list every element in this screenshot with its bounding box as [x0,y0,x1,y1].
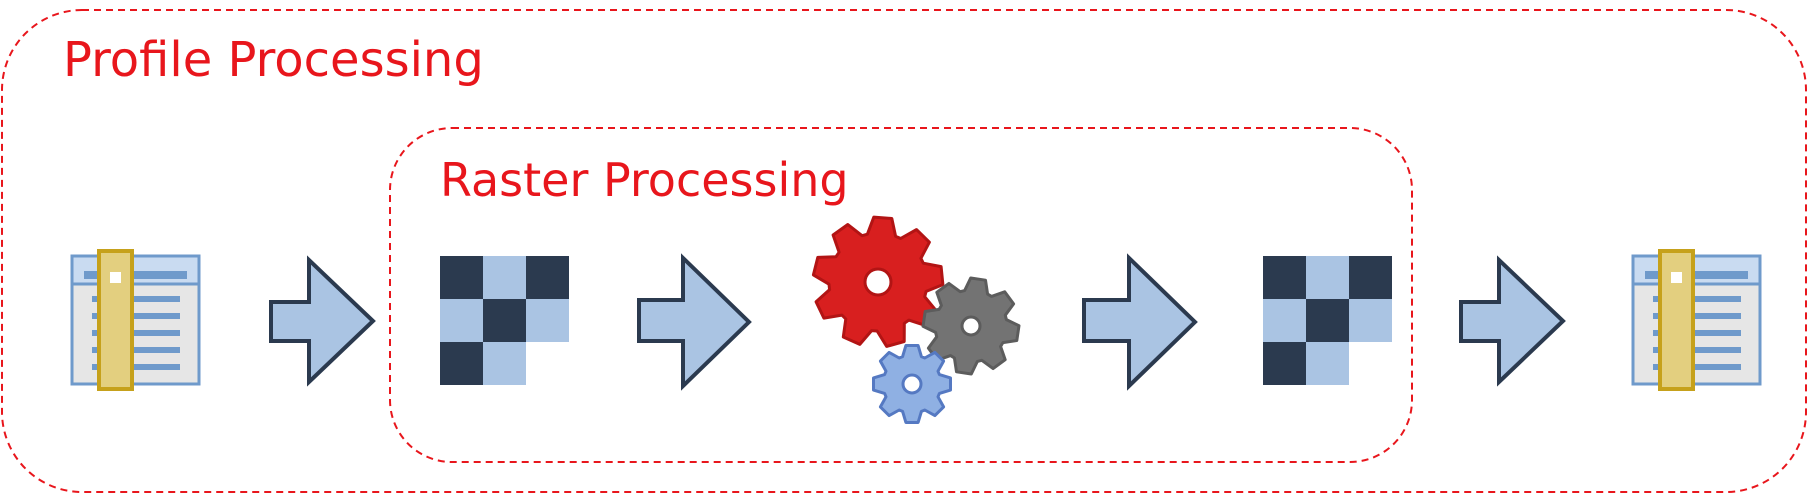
raster-processing-border [389,127,1413,463]
right-arrow-icon [1082,253,1198,391]
profile-processing-border [1,9,1807,493]
raster-processing-group: Raster Processing [389,127,1413,463]
right-arrow-icon [1459,255,1566,387]
blue-gear-icon [872,344,952,424]
raster-grid-icon [1263,256,1392,385]
raster-processing-label: Raster Processing [440,153,849,207]
right-arrow-icon [269,255,376,387]
raster-grid-icon [440,256,569,385]
profile-processing-group: Profile Processing [1,9,1807,493]
profile-document-icon [1631,249,1762,391]
right-arrow-icon [637,253,752,391]
profile-processing-label: Profile Processing [63,32,484,88]
profile-document-icon [70,249,201,391]
gray-gear-icon [921,276,1021,376]
gears-icon [811,215,1021,424]
